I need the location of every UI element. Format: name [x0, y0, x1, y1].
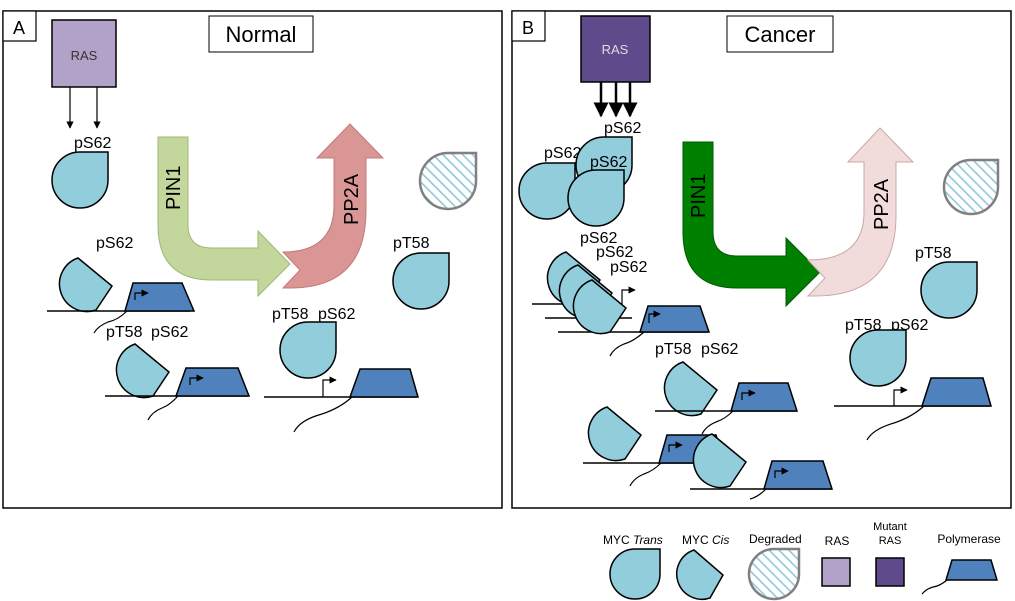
panel-a-label-pt58-left: pT58 [106, 324, 143, 341]
legend-myc-cis-label: MYC Cis [682, 533, 729, 547]
legend-mutant-ras-icon [875, 557, 905, 587]
panel-a-ras-box [51, 19, 117, 88]
panel-a-myc-trans-2 [392, 252, 450, 310]
panel-a-pin1-label: PIN1 [163, 166, 185, 210]
panel-b-mutant-ras-box [580, 15, 651, 83]
panel-b-promoter-1b [648, 310, 661, 323]
panel-a-rna-1 [93, 310, 128, 334]
legend-myc-cis-icon [676, 549, 724, 601]
panel-a-rna-2 [147, 395, 179, 421]
legend-mutant-ras-label-1: Mutant [873, 521, 907, 533]
panel-b-label-ps62-mid: pS62 [701, 341, 738, 358]
panel-a: A Normal RAS pS62 PIN1 PP2A pT58 pS62 pT… [2, 10, 503, 509]
panel-a-label-pt58-bottom: pT58 [272, 306, 309, 323]
panel-b-rna-2 [701, 410, 734, 435]
panel-b-myc-trans-4 [920, 261, 978, 319]
panel-a-myc-cis-2 [115, 343, 170, 399]
panel-a-promoter-3 [322, 376, 337, 397]
legend-degraded-label: Degraded [749, 532, 802, 546]
panel-b-rna-1 [609, 331, 645, 357]
legend-polymerase-icon [944, 559, 999, 581]
panel-b-label-pt58-mid: pT58 [655, 341, 692, 358]
panel-a-title: Normal [226, 22, 297, 47]
panel-b-label-ps62-c: pS62 [590, 154, 627, 171]
panel-b: B Cancer RAS pS62 pS62 pS62 PIN1 PP2A pT… [511, 10, 1012, 509]
panel-b-pp2a-label: PP2A [871, 178, 893, 230]
panel-a-myc-cis-1 [58, 257, 113, 313]
panel-a-promoter-1 [134, 289, 149, 300]
panel-b-myc-cis-4 [663, 361, 718, 417]
panel-b-title: Cancer [745, 22, 816, 47]
panel-b-pin1-arrow [682, 141, 821, 308]
panel-b-ras-label: RAS [602, 42, 629, 57]
legend-degraded-icon [747, 547, 801, 601]
panel-a-promoter-2 [189, 374, 204, 385]
panel-b-pin1-label: PIN1 [688, 174, 710, 218]
panel-b-myc-cis-3 [572, 279, 627, 335]
panel-b-letter-box [511, 10, 546, 42]
panel-b-label-ps62-a: pS62 [604, 120, 641, 137]
panel-a-ras-label: RAS [71, 48, 98, 63]
panel-a-label-ps62-bottom: pS62 [318, 306, 355, 323]
legend-myc-trans-icon [609, 548, 661, 600]
panel-b-title-box [726, 15, 834, 53]
panel-a-degraded-myc [418, 151, 478, 211]
panel-a-polymerase-2 [174, 367, 251, 397]
panel-b-rna-5 [749, 488, 767, 500]
legend-ras-label: RAS [825, 534, 850, 548]
panel-a-pp2a-arrow [281, 123, 385, 289]
panel-b-myc-cis-6 [692, 433, 747, 489]
panel-a-letter: A [13, 18, 25, 38]
panel-a-frame [2, 10, 503, 509]
legend-myc-trans-label: MYC Trans [603, 533, 663, 547]
panel-b-label-ps62-d: pS62 [580, 230, 617, 247]
legend: MYC Trans MYC Cis Degraded RAS Mutant RA… [603, 521, 1001, 601]
panel-a-title-box [208, 15, 314, 53]
panel-b-rna-4 [629, 462, 662, 487]
panel-a-label-ps62-left: pS62 [151, 324, 188, 341]
panel-b-frame [511, 10, 1012, 509]
panel-b-label-pt58-right: pT58 [915, 245, 952, 262]
panel-b-label-ps62-e: pS62 [596, 244, 633, 261]
panel-b-myc-cis-5 [587, 406, 642, 462]
panel-b-myc-trans-5 [849, 329, 907, 387]
panel-a-label-ps62-top: pS62 [74, 135, 111, 152]
legend-mutant-ras-label-2: RAS [879, 535, 902, 547]
panel-b-promoter-1 [621, 286, 636, 304]
panel-b-promoter-3 [893, 386, 908, 406]
legend-polymerase-label: Polymerase [937, 532, 1001, 546]
panel-b-promoter-4 [668, 441, 683, 452]
panel-b-polymerase-2 [730, 382, 799, 412]
panel-b-degraded-myc [942, 158, 1000, 216]
panel-b-promoter-5 [774, 467, 789, 478]
panel-a-polymerase-3 [348, 368, 419, 398]
legend-ras-icon [821, 557, 851, 587]
panel-a-pp2a-label: PP2A [341, 173, 363, 225]
panel-b-myc-trans-2 [518, 162, 576, 220]
panel-b-pp2a-arrow [806, 127, 915, 297]
panel-b-label-ps62-f: pS62 [610, 259, 647, 276]
legend-polymerase-rna [921, 579, 948, 595]
panel-a-myc-trans-3 [279, 321, 337, 379]
panel-b-rna-3 [866, 405, 925, 441]
panel-b-polymerase-3 [920, 377, 992, 407]
panel-a-myc-trans-1 [51, 151, 109, 209]
panel-a-rna-3 [293, 396, 353, 433]
panel-b-myc-trans-3 [567, 169, 625, 227]
panel-b-promoter-2 [741, 389, 756, 400]
panel-b-polymerase-5 [763, 460, 834, 490]
panel-a-letter-box [2, 10, 37, 42]
panel-b-polymerase-1 [638, 305, 711, 333]
panel-b-letter: B [522, 18, 534, 38]
panel-a-label-ps62-mid: pS62 [96, 235, 133, 252]
panel-b-label-ps62-b: pS62 [544, 145, 581, 162]
panel-a-label-pt58-right: pT58 [393, 235, 430, 252]
panel-a-pin1-arrow [157, 136, 291, 298]
